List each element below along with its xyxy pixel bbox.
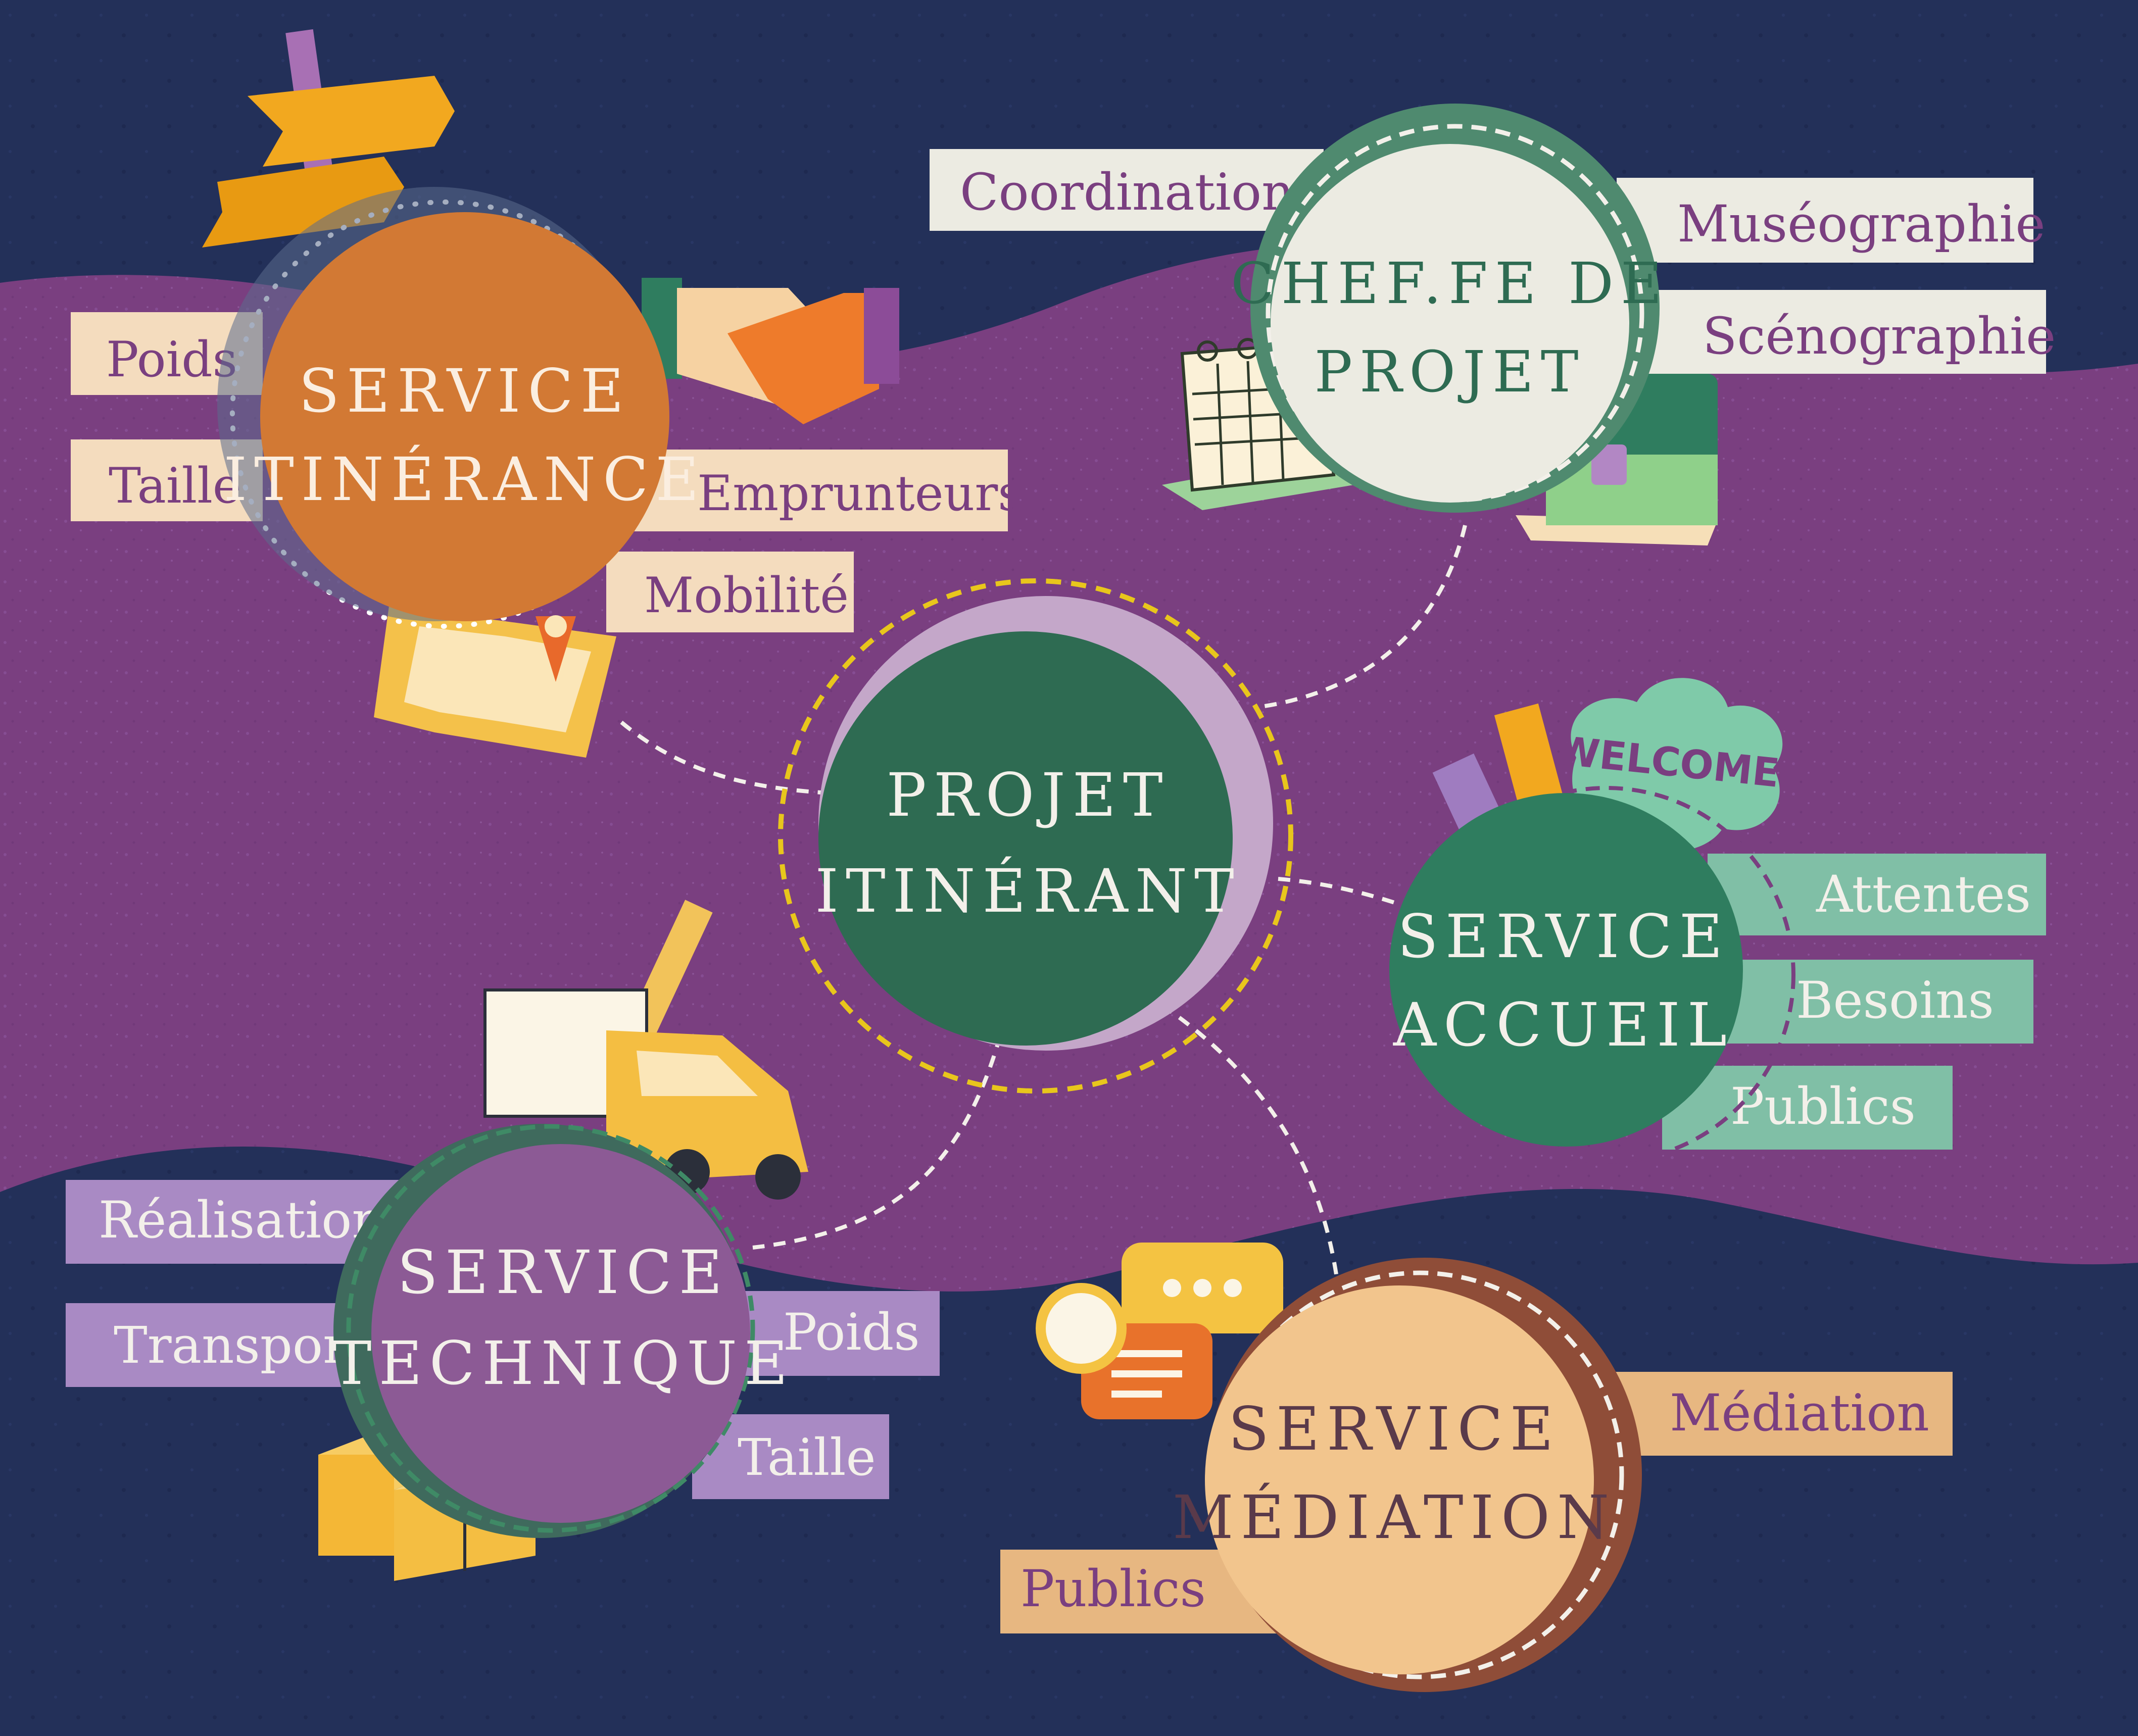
tag-label: Emprunteurs <box>697 465 1023 522</box>
node-itinerance-line1: SERVICE <box>299 356 631 426</box>
node-itinerance-line2: ITINÉRANCE <box>223 444 706 514</box>
tag-label: Médiation <box>1670 1383 1929 1443</box>
tag-label: Poids <box>783 1303 920 1362</box>
handshake-icon <box>642 278 899 424</box>
node-mediation: SERVICE MÉDIATION <box>1173 1258 1642 1692</box>
tag-attentes <box>1708 854 2046 935</box>
node-accueil: SERVICE ACCUEIL <box>1389 786 1795 1164</box>
center-line1: PROJET <box>886 760 1170 830</box>
tag-label: Attentes <box>1816 865 2031 924</box>
tag-label: Taille <box>109 458 241 514</box>
accueil-tags: Attentes Besoins Publics <box>1662 854 2046 1150</box>
tag-label: Scénographie <box>1703 307 2056 366</box>
node-accueil-line2: ACCUEIL <box>1393 990 1734 1060</box>
tag-besoins <box>1708 960 2033 1044</box>
truck-icon <box>483 988 808 1200</box>
connector-itinerance <box>620 720 829 795</box>
node-accueil-line1: SERVICE <box>1397 902 1730 971</box>
tag-poids-technique <box>722 1291 940 1376</box>
connector-accueil <box>1278 877 1416 911</box>
tag-scenographie <box>1617 290 2046 374</box>
node-technique-line2: TECHNIQUE <box>332 1328 795 1398</box>
tag-label: Coordination <box>960 163 1294 222</box>
node-itinerance: SERVICE ITINÉRANCE <box>217 187 706 629</box>
node-mediation-line2: MÉDIATION <box>1173 1482 1616 1552</box>
tag-publics-accueil <box>1662 1066 1953 1150</box>
node-chef-line1: CHEF.FE DE <box>1231 251 1669 317</box>
node-chef-line2: PROJET <box>1315 339 1586 405</box>
connectors <box>620 525 1467 1294</box>
tag-label: Muséographie <box>1677 194 2046 254</box>
node-technique: SERVICE TECHNIQUE <box>332 1124 795 1538</box>
tag-label: Publics <box>1021 1559 1206 1618</box>
connector-chef <box>1257 525 1467 709</box>
tag-label: Publics <box>1730 1077 1916 1136</box>
tag-label: Transport <box>114 1316 367 1375</box>
tag-label: Poids <box>106 331 237 388</box>
map-pin-icon <box>374 540 616 758</box>
node-mediation-line1: SERVICE <box>1228 1394 1561 1464</box>
node-chef: CHEF.FE DE PROJET <box>1231 104 1669 513</box>
itinerance-tags: Poids Taille Emprunteurs Mobilité <box>71 312 1023 632</box>
tag-mediation <box>1581 1372 1953 1456</box>
tag-label: Réalisation <box>99 1191 384 1250</box>
connector-technique <box>752 1034 1002 1250</box>
tag-label: Mobilité <box>644 567 849 624</box>
tag-coordination <box>930 149 1324 231</box>
mediation-tags: Médiation Publics <box>1000 1372 1953 1633</box>
tag-mobilite <box>606 552 854 632</box>
tag-label: Taille <box>738 1428 876 1487</box>
chef-tags: Coordination Muséographie Scénographie <box>930 149 2056 374</box>
center-line2: ITINÉRANT <box>815 856 1241 926</box>
connector-mediation <box>1160 1003 1341 1294</box>
tag-emprunteurs <box>631 450 1008 531</box>
node-center: PROJET ITINÉRANT <box>778 578 1293 1094</box>
tag-museographie <box>1617 178 2033 263</box>
node-technique-line1: SERVICE <box>397 1237 730 1307</box>
clock-icon <box>1036 1283 1127 1374</box>
tag-label: Besoins <box>1796 971 1994 1030</box>
